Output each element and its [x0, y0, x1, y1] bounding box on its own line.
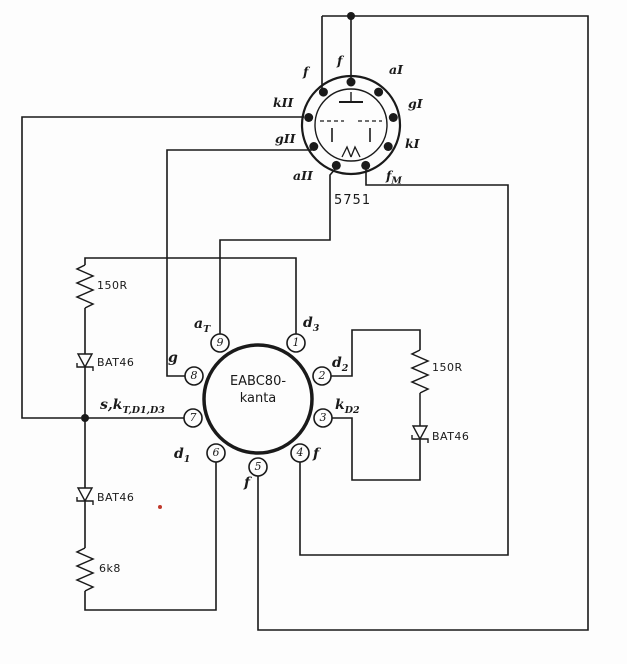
wire-aii-to-pin9	[219, 167, 337, 334]
pin-circle-8	[184, 366, 204, 386]
pin-label-d1: d1	[174, 446, 191, 465]
label-150r-left: 150R	[97, 279, 128, 292]
resistor-150r-right	[410, 349, 430, 426]
junction-dots	[81, 12, 355, 422]
label-bat46-left-bottom: BAT46	[97, 491, 135, 504]
tube-internal-elements	[320, 92, 382, 158]
pin-label-at: aT	[194, 316, 211, 335]
label-bat46-left-top: BAT46	[97, 356, 135, 369]
pin-label-f5: f	[244, 475, 251, 491]
wire-right-loop	[331, 329, 421, 481]
eabc80-socket	[183, 333, 333, 477]
tube-pin-label-kii: kII	[273, 95, 294, 110]
label-6k8: 6k8	[99, 562, 121, 575]
junction-dot-top	[347, 12, 355, 20]
tube-pin-label-gii: gII	[275, 131, 296, 146]
tube-pin-label-gi: gI	[408, 96, 423, 111]
pin-number-5: 5	[254, 460, 262, 473]
wire-gii-to-pin8	[166, 149, 312, 377]
pin-number-8: 8	[190, 369, 198, 382]
pin-label-kd2: kD2	[335, 397, 360, 416]
pin-label-d3: d3	[303, 315, 320, 334]
resistor-6k8	[75, 547, 95, 592]
pin-number-2: 2	[318, 369, 326, 382]
socket-title-line2: kanta	[239, 391, 277, 406]
pin-label-f4: f	[313, 446, 320, 462]
pin-circle-1	[286, 333, 306, 353]
tube-pin-label-f-top: f	[337, 53, 343, 68]
tube-pin-label-ai: aI	[389, 62, 403, 77]
diode-bat46-right	[411, 425, 429, 443]
pin-number-3: 3	[319, 411, 327, 424]
pin-number-1: 1	[292, 336, 300, 349]
wire-kii-to-pin7	[21, 116, 304, 419]
pin-circle-6	[206, 443, 226, 463]
pin-circle-7	[183, 408, 203, 428]
tube-pin-label-aii: aII	[293, 168, 313, 183]
wire-fm-to-pin4	[299, 169, 509, 556]
pin-circle-9	[210, 333, 230, 353]
eabc80-pin-circles	[183, 333, 333, 477]
label-bat46-right: BAT46	[432, 430, 470, 443]
pin-number-6: 6	[212, 446, 220, 459]
wire-heater-tie	[321, 15, 352, 90]
tube-caption: 5751	[334, 193, 372, 208]
tube-pin-label-f-left: f	[303, 64, 309, 79]
wire-left-chain	[84, 308, 217, 611]
tube-pin-label-fm: fM	[386, 168, 402, 187]
pin-circle-4	[290, 443, 310, 463]
tube-5751-socket	[300, 74, 402, 176]
pin-number-9: 9	[216, 336, 224, 349]
socket-title-line1: EABC80-	[229, 374, 287, 389]
tube-pin-label-ki: kI	[405, 136, 420, 151]
pin-number-4: 4	[296, 446, 304, 459]
diode-bat46-left-top	[76, 353, 94, 371]
pin-number-7: 7	[189, 411, 197, 424]
pin-circle-3	[313, 408, 333, 428]
pin-circle-5	[248, 457, 268, 477]
resistor-150r-left	[75, 264, 95, 309]
label-150r-right: 150R	[432, 361, 463, 374]
pin-label-g: g	[168, 350, 178, 366]
wire-pin1-to-left-chain	[84, 257, 297, 334]
pin-label-sk: s,kT,D1,D3	[100, 397, 165, 416]
red-mark	[158, 505, 162, 509]
pin-circle-2	[312, 366, 332, 386]
wire-f-to-pin5	[257, 15, 589, 631]
diode-bat46-left-bottom	[76, 487, 94, 505]
tube-pin-dots	[304, 77, 398, 170]
pin-label-d2: d2	[332, 355, 349, 374]
junction-dot-left	[81, 414, 89, 422]
